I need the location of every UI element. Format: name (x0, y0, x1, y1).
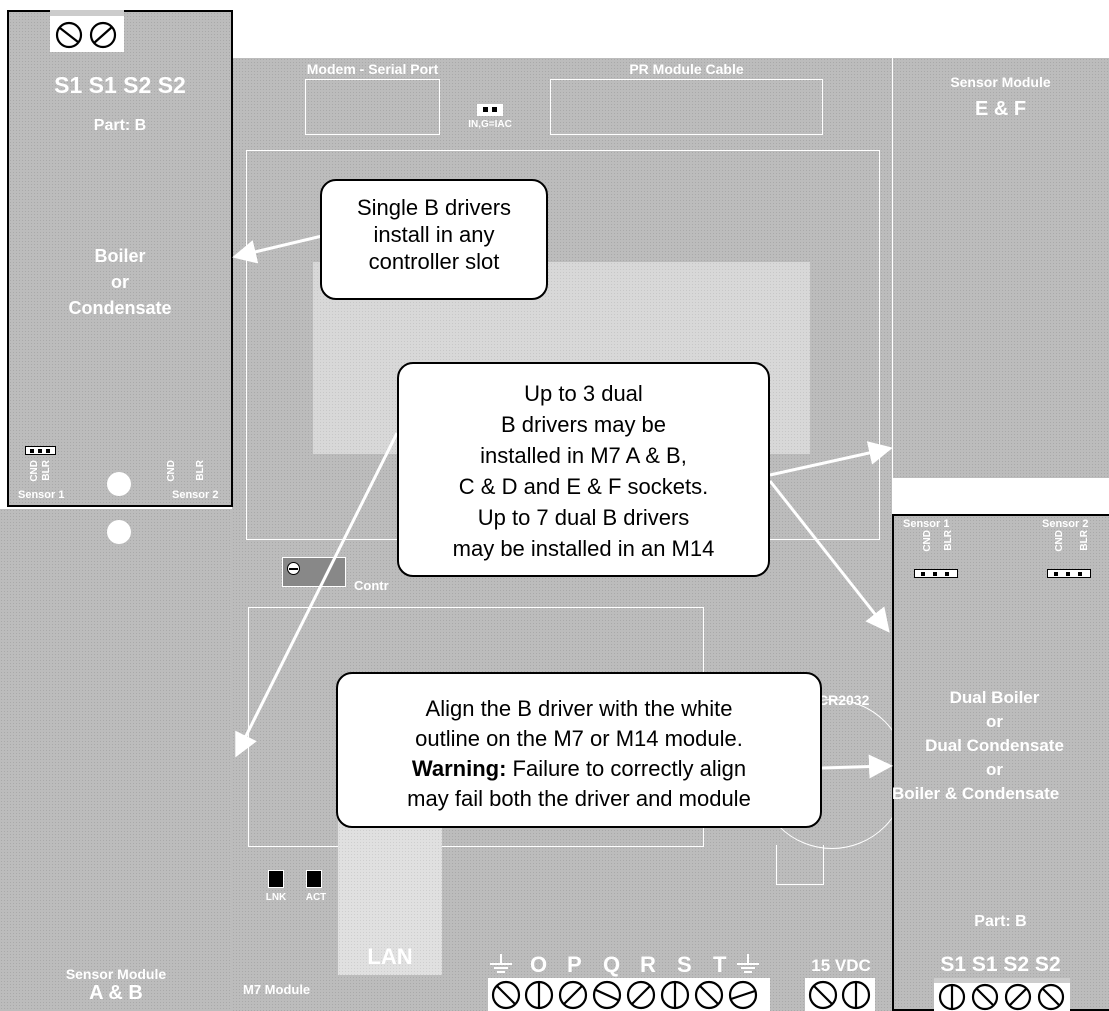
act-led (306, 870, 322, 888)
mounting-hole-left-upper (107, 472, 131, 496)
pr-module-cable-label: PR Module Cable (629, 61, 744, 77)
lan-label: LAN (367, 944, 413, 969)
left-top-terminal-block (50, 10, 124, 52)
m7-module-label: M7 Module (243, 982, 311, 997)
dual-b-driver-module (892, 514, 1109, 1011)
left-function-line2: or (111, 272, 129, 292)
right-sensor2-label: Sensor 2 (1042, 518, 1089, 530)
lnk-led (268, 870, 284, 888)
iac-jumper-label: IN,G=IAC (468, 119, 512, 130)
callout-warning-bold: Warning: (411, 756, 507, 781)
sensor-ab-line1: Sensor Module (65, 966, 167, 982)
left-function-line1: Boiler (94, 246, 146, 266)
ground-left-icon (490, 954, 512, 973)
callout-dual-line5: Up to 7 dual B drivers (477, 505, 690, 530)
terminal-letter-r: R (640, 952, 656, 977)
contrast-label: Contr (354, 578, 389, 593)
left-sensor-jumper (25, 446, 56, 455)
right-sensor2-jumper (1047, 569, 1091, 578)
sensor-ef-line2: E & F (974, 98, 1027, 120)
terminal-letter-t: T (713, 952, 727, 977)
terminal-letter-p: P (567, 952, 582, 977)
left-terminal-labels: S1 S1 S2 S2 (54, 72, 186, 98)
right-bottom-terminal-block (934, 978, 1070, 1011)
sensor-ef-line1: Sensor Module (950, 74, 1051, 90)
right-function-line5: Boiler & Condensate (892, 784, 1060, 803)
mounting-hole-left-lower (107, 520, 131, 544)
right-sensor1-label: Sensor 1 (903, 518, 950, 530)
right-sensor1-jumper (914, 569, 958, 578)
callout-single-b-drivers: Single B drivers install in any controll… (320, 179, 548, 300)
iac-jumper (477, 104, 503, 116)
sensor-ab-line2: A & B (89, 982, 143, 1004)
lnk-label: LNK (265, 892, 287, 903)
lan-jack[interactable] (338, 805, 442, 975)
right-blr2-label: BLR (1079, 530, 1090, 551)
left-sensor2-label: Sensor 2 (172, 489, 219, 501)
contrast-screw-icon (287, 562, 300, 575)
single-b-driver-module (7, 10, 233, 507)
left-function-line3: Condensate (68, 298, 172, 318)
callout-dual-line3: installed in M7 A & B, (480, 443, 687, 468)
modem-serial-port-outline (305, 79, 440, 135)
power-label: 15 VDC (811, 956, 871, 975)
callout-dual-line4: C & D and E & F sockets. (458, 474, 709, 499)
left-cnd2-label: CND (166, 460, 177, 482)
callout-dual-line1: Up to 3 dual (524, 381, 643, 406)
right-function-line1: Dual Boiler (949, 688, 1040, 707)
mounting-hole-right-upper (995, 478, 1019, 502)
ground-right-icon (737, 954, 759, 973)
left-part-label: Part: B (93, 117, 147, 134)
callout-single-line1: Single B drivers (356, 195, 512, 220)
callout-dual-line6: may be installed in an M14 (452, 536, 715, 561)
power-terminal-block (805, 978, 875, 1011)
callout-align-line4: may fail both the driver and module (407, 786, 751, 811)
left-blr-label: BLR (41, 460, 52, 481)
modem-serial-port-label: Modem - Serial Port (306, 61, 439, 77)
right-function-line2: or (986, 712, 1003, 731)
callout-align-line3: Warning: Failure to correctly align (338, 754, 820, 784)
battery-label: CR2032 (818, 692, 870, 708)
right-function-line3: Dual Condensate (925, 736, 1064, 755)
callout-dual-line2: B drivers may be (500, 412, 667, 437)
right-terminal-labels: S1 S1 S2 S2 (940, 953, 1061, 976)
battery-holder-outline (776, 845, 824, 885)
right-function-line4: or (986, 760, 1003, 779)
terminal-letter-q: Q (603, 952, 621, 977)
terminal-letter-o: O (530, 952, 548, 977)
io-terminal-block (488, 978, 770, 1011)
callout-single-line3: controller slot (368, 249, 500, 274)
callout-warning-rest: Failure to correctly align (506, 756, 747, 781)
callout-align-warning: Align the B driver with the white outlin… (336, 672, 822, 828)
act-label: ACT (305, 892, 327, 903)
terminal-letter-s: S (677, 952, 692, 977)
right-blr-label: BLR (943, 530, 954, 551)
callout-dual-b-drivers: Up to 3 dual B drivers may be installed … (397, 362, 770, 577)
sensor-module-ab-board (0, 508, 232, 1011)
pr-module-cable-outline (550, 79, 823, 135)
right-part-label: Part: B (974, 913, 1027, 930)
left-sensor1-label: Sensor 1 (18, 489, 65, 501)
callout-single-line2: install in any (373, 222, 495, 247)
contrast-pot[interactable] (282, 557, 346, 587)
left-cnd-label: CND (29, 460, 40, 482)
left-blr2-label: BLR (195, 460, 206, 481)
sensor-module-ef-board (892, 58, 1109, 478)
terminal-labels-row: O P Q R S T (488, 952, 763, 978)
callout-align-line1: Align the B driver with the white (425, 696, 733, 721)
right-cnd-label: CND (922, 530, 933, 552)
right-cnd2-label: CND (1054, 530, 1065, 552)
callout-align-line2: outline on the M7 or M14 module. (415, 726, 743, 751)
